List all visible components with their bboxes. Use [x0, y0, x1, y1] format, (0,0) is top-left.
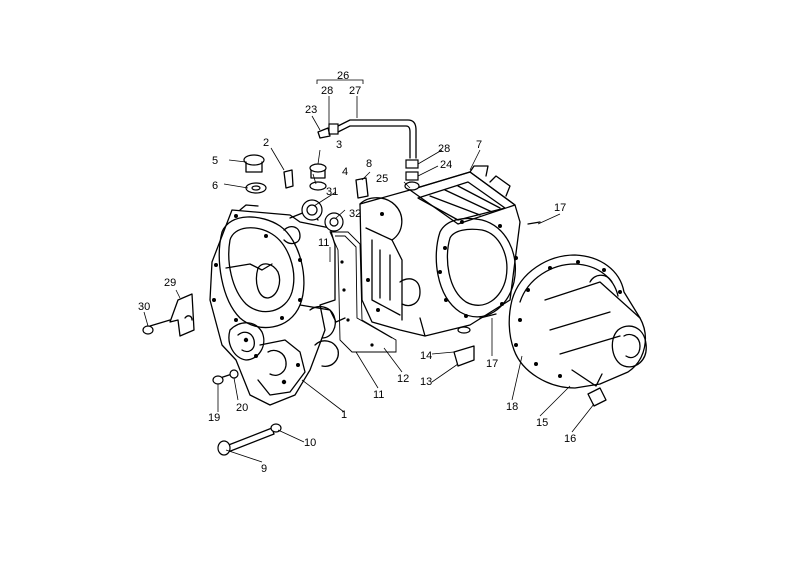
callout-label: 28 [321, 85, 333, 97]
callout-label: 17 [554, 202, 566, 214]
callout-label: 26 [337, 70, 349, 82]
callout-label: 29 [164, 277, 176, 289]
callout-label: 1 [341, 409, 347, 421]
leader-lines [143, 79, 595, 463]
middle-housing [359, 165, 521, 337]
callout-label: 14 [420, 350, 432, 362]
callout-label: 4 [342, 166, 348, 178]
breather-pipe [317, 119, 419, 191]
callout-label: 27 [349, 85, 361, 97]
callout-label: 31 [326, 186, 338, 198]
bracket-assembly [142, 293, 195, 337]
gasket [329, 231, 397, 353]
callout-label: 11 [373, 389, 384, 401]
callout-labels: 26 28 27 23 2 3 5 4 6 8 31 32 28 24 25 7… [138, 70, 576, 475]
callout-label: 15 [536, 417, 548, 429]
callout-label: 32 [349, 208, 361, 220]
callout-label: 5 [212, 155, 218, 167]
callout-label: 12 [397, 373, 409, 385]
callout-label: 20 [236, 402, 248, 414]
callout-label: 10 [304, 437, 316, 449]
rear-cover [508, 254, 647, 389]
callout-label: 6 [212, 180, 218, 192]
callout-label: 30 [138, 301, 150, 313]
callout-label: 7 [476, 139, 482, 151]
callout-label: 24 [440, 159, 452, 171]
front-housing [209, 204, 346, 406]
callout-label: 28 [438, 143, 450, 155]
callout-label: 16 [564, 433, 576, 445]
callout-label: 18 [506, 401, 518, 413]
callout-label: 3 [336, 139, 342, 151]
callout-label: 19 [208, 412, 220, 424]
callout-label: 23 [305, 104, 317, 116]
callout-label: 2 [263, 137, 269, 149]
parts-artwork [142, 119, 647, 456]
callout-label: 11 [318, 237, 329, 249]
callout-label: 17 [486, 358, 498, 370]
callout-label: 13 [420, 376, 432, 388]
callout-label: 8 [366, 158, 372, 170]
callout-label: 25 [376, 173, 388, 185]
callout-label: 9 [261, 463, 267, 475]
